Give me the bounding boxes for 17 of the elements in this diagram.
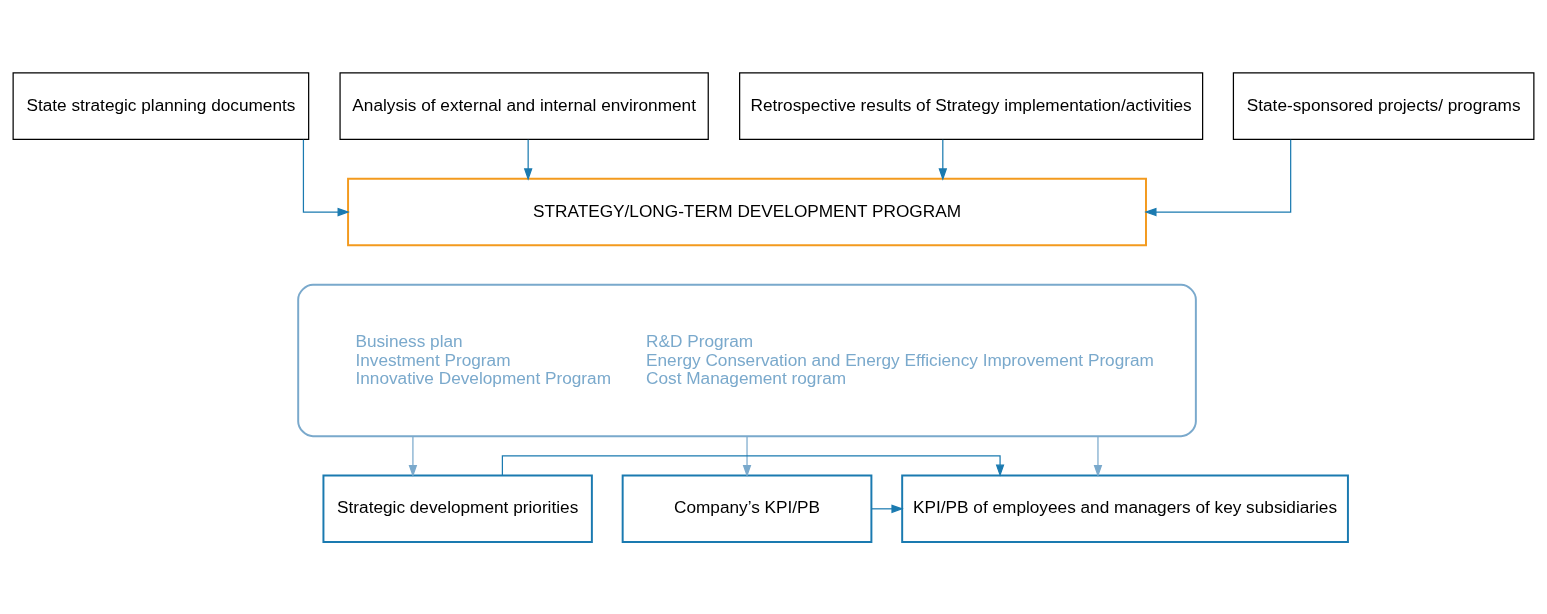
node-box: State strategic planning documents [12, 71, 310, 140]
node-box: Company’s KPI/PB [621, 474, 873, 543]
node-box: Strategic development priorities [322, 474, 593, 543]
arrow [742, 435, 752, 477]
arrow [1144, 138, 1292, 216]
node-box: STRATEGY/LONG-TERM DEVELOPMENT PROGRAM [347, 177, 1147, 246]
arrow [871, 504, 904, 513]
node-box: State-sponsored projects/ programs [1232, 71, 1535, 140]
arrow [1093, 435, 1103, 477]
arrow [408, 435, 418, 477]
node-box: KPI/PB of employees and managers of key subsidiaries [901, 474, 1349, 543]
node-box: Retrospective results of Strategy implementation/activities [739, 71, 1204, 140]
arrow [938, 138, 948, 181]
node-box: Analysis of external and internal environment [339, 71, 709, 140]
arrow [523, 138, 533, 181]
node-box: Business plan Investment Program Innovative Development Program R&D Program Energy Conservation and Energy Efficiency Improvement Program Cost Management rogram [297, 283, 1197, 437]
arrow [302, 138, 350, 216]
